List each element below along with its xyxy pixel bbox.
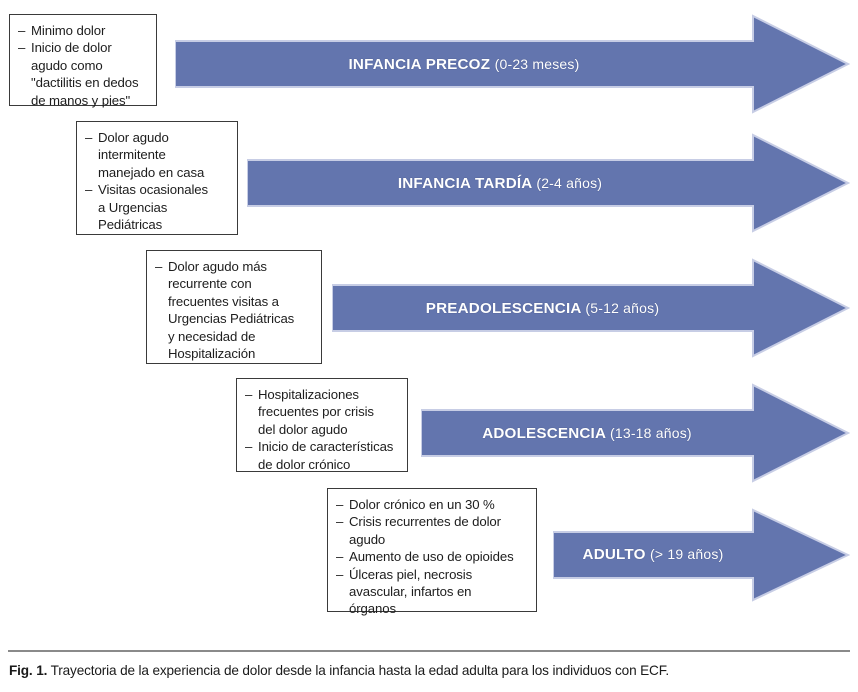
stage-label-adolescencia: ADOLESCENCIA (13-18 años) xyxy=(421,425,753,442)
note-list: Hospitalizaciones frecuentes por crisis … xyxy=(245,386,398,473)
note-item: Crisis recurrentes de dolor agudo xyxy=(336,513,527,548)
figure-canvas: Minimo dolor Inicio de dolor agudo como … xyxy=(0,0,858,636)
arrow-shape-icon xyxy=(175,14,850,114)
arrow-shape-icon xyxy=(332,258,850,358)
note-box-preadolescencia: Dolor agudo más recurrente con frecuente… xyxy=(146,250,322,364)
note-item: Dolor crónico en un 30 % xyxy=(336,496,527,514)
stage-age-range: (0-23 meses) xyxy=(494,56,580,72)
note-item: Úlceras piel, necrosis avascular, infart… xyxy=(336,566,527,618)
note-box-infancia-precoz: Minimo dolor Inicio de dolor agudo como … xyxy=(9,14,157,109)
figure-caption-area: Fig. 1. Trayectoria de la experiencia de… xyxy=(0,636,858,692)
stage-arrow-infancia-precoz xyxy=(175,14,850,114)
stage-age-range: (5-12 años) xyxy=(585,300,660,316)
stage-arrow-infancia-tardia xyxy=(247,133,850,233)
stage-name: PREADOLESCENCIA xyxy=(425,300,581,317)
stage-label-adulto: ADULTO (> 19 años) xyxy=(553,546,753,563)
figure-number: Fig. 1. xyxy=(9,663,48,678)
note-item: Inicio de características de dolor cróni… xyxy=(245,438,398,473)
note-list: Dolor agudo más recurrente con frecuente… xyxy=(155,258,312,362)
note-item: Aumento de uso de opioides xyxy=(336,548,527,566)
arrow-shape-icon xyxy=(247,133,850,233)
note-item: Dolor agudo más recurrente con frecuente… xyxy=(155,258,312,362)
stage-age-range: (13-18 años) xyxy=(609,425,692,441)
figure-caption-text: Trayectoria de la experiencia de dolor d… xyxy=(50,663,670,678)
arrow-shape-icon xyxy=(553,508,850,602)
stage-age-range: (2-4 años) xyxy=(536,175,603,191)
stage-label-infancia-tardia: INFANCIA TARDÍA (2-4 años) xyxy=(247,175,753,192)
note-box-adolescencia: Hospitalizaciones frecuentes por crisis … xyxy=(236,378,408,472)
stage-name: ADOLESCENCIA xyxy=(482,425,606,442)
arrow-shape-icon xyxy=(421,383,850,483)
stage-arrow-adolescencia xyxy=(421,383,850,483)
stage-label-preadolescencia: PREADOLESCENCIA (5-12 años) xyxy=(332,300,753,317)
note-item: Dolor agudo intermitente manejado en cas… xyxy=(85,129,228,181)
stage-name: ADULTO xyxy=(582,546,646,563)
stage-name: INFANCIA PRECOZ xyxy=(348,56,491,73)
note-item: Visitas ocasionales a Urgencias Pediátri… xyxy=(85,181,228,233)
stage-age-range: (> 19 años) xyxy=(650,546,724,562)
note-list: Dolor agudo intermitente manejado en cas… xyxy=(85,129,228,233)
stage-arrow-adulto xyxy=(553,508,850,602)
stage-arrow-preadolescencia xyxy=(332,258,850,358)
stage-name: INFANCIA TARDÍA xyxy=(397,175,532,192)
note-list: Dolor crónico en un 30 % Crisis recurren… xyxy=(336,496,527,618)
note-item: Inicio de dolor agudo como "dactilitis e… xyxy=(18,39,147,109)
note-item: Hospitalizaciones frecuentes por crisis … xyxy=(245,386,398,438)
stage-label-infancia-precoz: INFANCIA PRECOZ (0-23 meses) xyxy=(175,56,753,73)
caption-divider xyxy=(8,650,850,652)
note-box-infancia-tardia: Dolor agudo intermitente manejado en cas… xyxy=(76,121,238,235)
note-list: Minimo dolor Inicio de dolor agudo como … xyxy=(18,22,147,109)
note-item: Minimo dolor xyxy=(18,22,147,40)
note-box-adulto: Dolor crónico en un 30 % Crisis recurren… xyxy=(327,488,537,616)
figure-caption: Fig. 1. Trayectoria de la experiencia de… xyxy=(9,662,849,680)
